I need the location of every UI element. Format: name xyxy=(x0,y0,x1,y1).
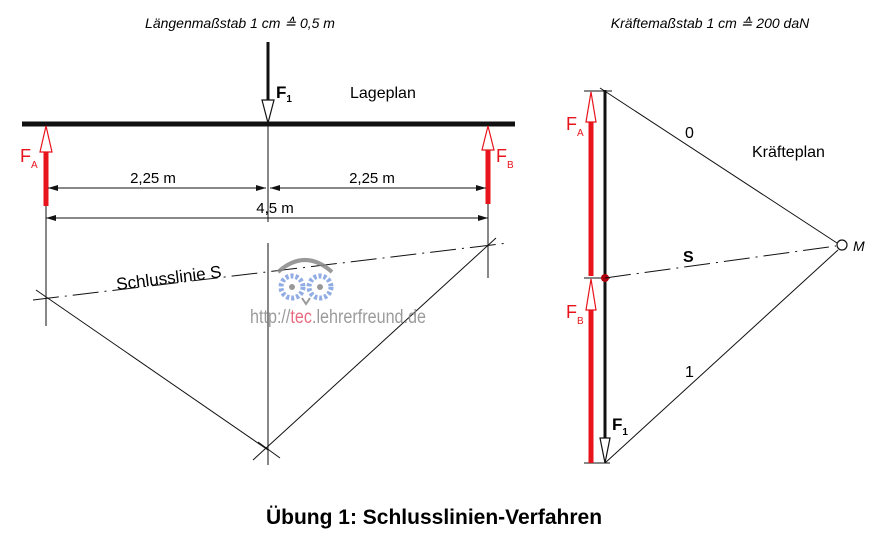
intersection-mark xyxy=(257,441,281,459)
f1-vector-head xyxy=(599,437,611,464)
rope-line-0 xyxy=(35,289,269,451)
caption: Übung 1: Schlusslinien-Verfahren xyxy=(266,506,602,529)
ray-s-label: S xyxy=(683,249,694,266)
length-scale-label: Längenmaßstab 1 cm ≙ 0,5 m xyxy=(145,15,335,31)
fb-arrow-head xyxy=(481,125,495,151)
fa-vector-head xyxy=(585,91,597,123)
watermark-url: http://tec.lehrerfreund.de xyxy=(250,307,426,328)
closing-line-s xyxy=(32,242,509,301)
owl-head-icon xyxy=(276,258,334,274)
kraefteplan-title: Kräfteplan xyxy=(752,144,825,161)
watermark: http://tec.lehrerfreund.de xyxy=(250,258,426,328)
rope-line-1 xyxy=(252,237,497,461)
ray-0 xyxy=(599,87,838,244)
gear-icon xyxy=(306,273,334,301)
f1-label: F1 xyxy=(276,83,292,105)
fa-label: FA xyxy=(20,146,38,171)
kp-f1-label: F1 xyxy=(612,415,628,438)
fb-vector-head xyxy=(585,278,597,311)
gear-icon xyxy=(278,273,306,301)
f1-arrow-head xyxy=(261,99,275,126)
kraefteplan: FA FB F1 0 1 S M Kräfteplan xyxy=(566,87,865,464)
ray-1 xyxy=(604,249,839,464)
lageplan: F1 Lageplan FA FB 2,25 m 2,25 m 4,5 m Sc… xyxy=(20,42,515,465)
closing-line-label: Schlusslinie S xyxy=(115,262,222,294)
force-scale-label: Kräftemaßstab 1 cm ≙ 200 daN xyxy=(611,15,810,31)
dim-left-label: 2,25 m xyxy=(130,170,176,187)
ray-1-label: 1 xyxy=(685,364,694,381)
dim-total-label: 4,5 m xyxy=(256,200,294,217)
kp-fb-label: FB xyxy=(566,302,584,327)
fb-label: FB xyxy=(496,146,514,171)
pole-m xyxy=(836,239,848,251)
lageplan-title: Lageplan xyxy=(350,85,416,102)
ray-s xyxy=(604,245,837,279)
dim-right-label: 2,25 m xyxy=(349,170,395,187)
pole-label: M xyxy=(853,238,865,254)
fa-arrow-head xyxy=(39,125,53,153)
kp-fa-label: FA xyxy=(566,114,584,139)
ray-0-label: 0 xyxy=(685,125,694,142)
